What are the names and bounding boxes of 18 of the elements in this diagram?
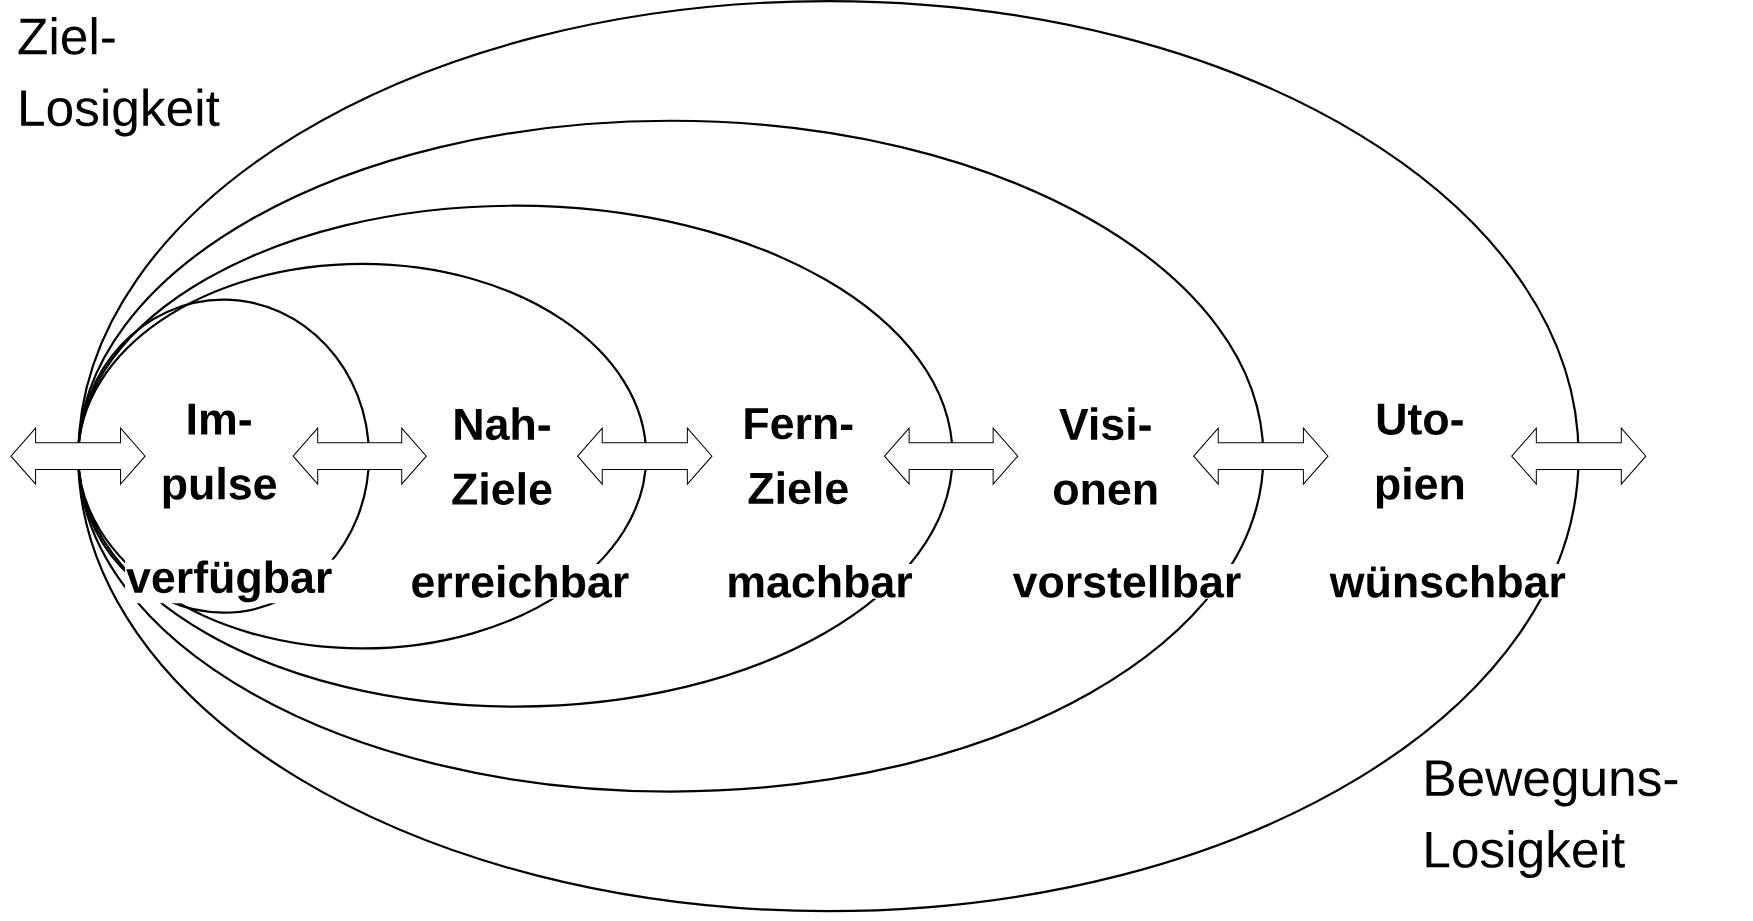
double-block-arrow [884, 427, 1019, 485]
stage-quality: vorstellbar [1011, 563, 1243, 599]
double-block-arrow [1511, 427, 1647, 485]
double-block-arrow [1193, 427, 1329, 485]
stage-heading: Im- pulse [163, 403, 276, 509]
stage-heading: Fern- Ziele [745, 408, 853, 505]
double-block-arrow [292, 427, 427, 485]
stage-quality: wünschbar [1328, 563, 1567, 599]
double-block-arrow [10, 427, 146, 485]
stage-quality: verfügbar [125, 559, 334, 604]
corner-label: Beweguns- Losigkeit [1426, 760, 1678, 878]
corner-label: Ziel- Losigkeit [18, 16, 220, 137]
stage-heading: Visi- onen [1054, 407, 1157, 505]
stage-quality: machbar [725, 563, 914, 599]
stage-quality: erreichbar [409, 563, 631, 599]
double-block-arrow [577, 427, 713, 485]
stage-heading: Nah- Ziele [452, 407, 552, 505]
stage-heading: Uto- pien [1376, 403, 1464, 509]
